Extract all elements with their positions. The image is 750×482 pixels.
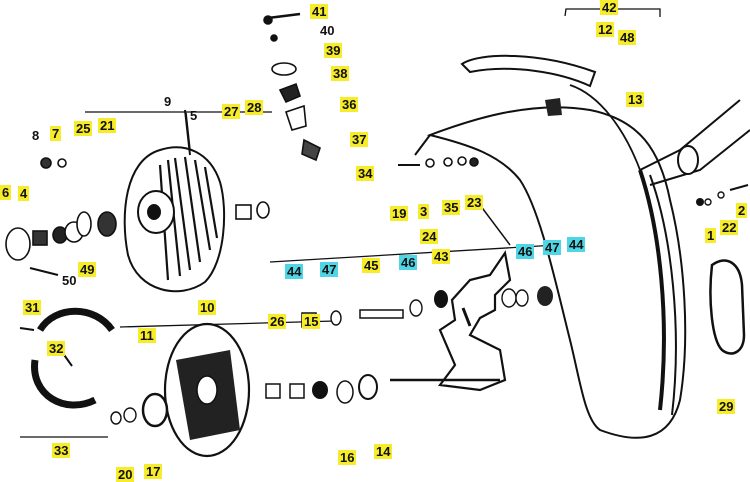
callout-2: 2 [736, 203, 748, 218]
hub-assembly [123, 109, 226, 293]
callout-28: 28 [245, 100, 264, 115]
callout-7: 7 [50, 126, 62, 141]
callout-35: 35 [442, 200, 461, 215]
callout-27: 27 [222, 104, 241, 119]
callout-12: 12 [596, 22, 615, 37]
callout-39: 39 [324, 43, 343, 58]
callout-13: 13 [626, 92, 645, 107]
top-small-parts [263, 12, 479, 168]
bracket-24 [269, 242, 591, 263]
callout-40: 40 [320, 23, 335, 38]
callout-44-left: 44 [285, 264, 304, 279]
callout-49: 49 [78, 262, 97, 277]
callout-1: 1 [705, 228, 717, 243]
callout-20: 20 [116, 467, 135, 482]
callout-41: 41 [310, 4, 329, 19]
callout-6: 6 [0, 185, 12, 200]
callout-25: 25 [74, 121, 93, 136]
callout-45: 45 [362, 258, 381, 273]
callout-38: 38 [331, 66, 350, 81]
callout-16: 16 [338, 450, 357, 465]
callout-48: 48 [618, 30, 637, 45]
callout-43: 43 [432, 249, 451, 264]
fender-body [414, 54, 750, 439]
bracket-10 [119, 320, 336, 328]
callout-11: 11 [138, 328, 156, 343]
callout-34: 34 [356, 166, 375, 181]
brake-backing-plate [110, 322, 328, 458]
callout-21: 21 [98, 118, 117, 133]
callout-19: 19 [390, 206, 409, 221]
callout-23: 23 [465, 195, 484, 210]
callout-26: 26 [268, 314, 287, 329]
callout-15: 15 [302, 314, 321, 329]
callout-32: 32 [47, 341, 66, 356]
brake-shoes [19, 307, 115, 409]
callout-10: 10 [198, 300, 217, 315]
callout-47-left: 47 [320, 262, 339, 277]
left-small-parts [5, 112, 270, 276]
callout-42: 42 [600, 0, 619, 15]
callout-47-right: 47 [543, 240, 562, 255]
callout-46-right: 46 [516, 244, 535, 259]
callout-8: 8 [32, 128, 40, 143]
callout-3: 3 [418, 204, 430, 219]
callout-5: 5 [190, 108, 198, 123]
callout-37: 37 [350, 132, 369, 147]
callout-33: 33 [52, 443, 71, 458]
callout-36: 36 [340, 97, 359, 112]
callout-44-right: 44 [567, 237, 586, 252]
callout-50: 50 [62, 273, 77, 288]
callout-17: 17 [144, 464, 163, 479]
callout-46-left: 46 [399, 255, 418, 270]
callout-22: 22 [720, 220, 739, 235]
callout-14: 14 [374, 444, 393, 459]
callout-4: 4 [18, 186, 30, 201]
callout-24: 24 [420, 229, 439, 244]
callout-31: 31 [23, 300, 42, 315]
callout-29: 29 [717, 399, 736, 414]
callout-9: 9 [164, 94, 172, 109]
